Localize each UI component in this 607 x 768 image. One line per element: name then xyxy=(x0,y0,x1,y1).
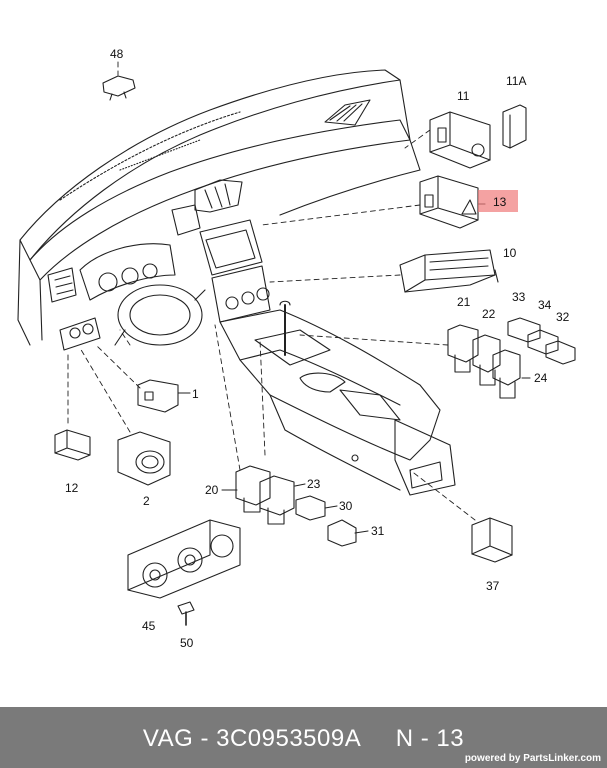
leader-lines xyxy=(67,61,476,521)
callout-24: 24 xyxy=(534,371,548,385)
callout-1: 1 xyxy=(192,387,199,401)
part-11-switch xyxy=(429,111,491,169)
callout-21: 21 xyxy=(457,295,471,309)
callout-32: 32 xyxy=(556,310,570,324)
parts-diagram xyxy=(17,61,576,626)
callout-10: 10 xyxy=(503,246,517,260)
callout-11a: 11A xyxy=(506,74,527,88)
powered-by-credit[interactable]: powered by PartsLinker.com xyxy=(465,753,601,764)
powered-by-prefix: powered by xyxy=(464,753,524,764)
callout-leaders xyxy=(177,203,531,534)
part-37-switch xyxy=(471,517,513,563)
callout-50: 50 xyxy=(180,636,194,650)
part-50-screw xyxy=(177,601,195,626)
part-2-light-switch xyxy=(117,431,171,486)
callout-34: 34 xyxy=(538,298,552,312)
footer-bar: VAG - 3C0953509A N - 13 powered by Parts… xyxy=(0,707,607,768)
callout-31: 31 xyxy=(371,524,385,538)
callout-12: 12 xyxy=(65,481,79,495)
part-12-switch xyxy=(54,429,91,461)
callout-20: 20 xyxy=(205,483,219,497)
part-13-hazard-switch xyxy=(419,175,479,229)
part-45-climate-control xyxy=(127,519,241,599)
highlighted-part-13 xyxy=(478,190,518,212)
callout-11: 11 xyxy=(457,89,470,103)
part-32-33-34-covers xyxy=(507,317,576,365)
callout-33: 33 xyxy=(512,290,526,304)
part-1-switch xyxy=(137,379,179,413)
part-10-switch-panel xyxy=(399,249,496,293)
part-11a-cover xyxy=(502,104,527,149)
part-20-23-switches xyxy=(235,465,295,525)
callout-23: 23 xyxy=(307,477,321,491)
callout-37: 37 xyxy=(486,579,500,593)
callout-48: 48 xyxy=(110,47,124,61)
callout-13: 13 xyxy=(493,195,507,209)
part-21-22-24-switches xyxy=(447,324,521,399)
callout-22: 22 xyxy=(482,307,496,321)
callout-2: 2 xyxy=(143,494,150,508)
part-number-title: VAG - 3C0953509A N - 13 xyxy=(142,725,465,752)
dashboard-illustration xyxy=(17,69,456,496)
callout-45: 45 xyxy=(142,619,156,633)
powered-by-brand: PartsLinker.com xyxy=(523,753,601,764)
callout-30: 30 xyxy=(339,499,353,513)
part-30-31-covers xyxy=(295,495,357,547)
